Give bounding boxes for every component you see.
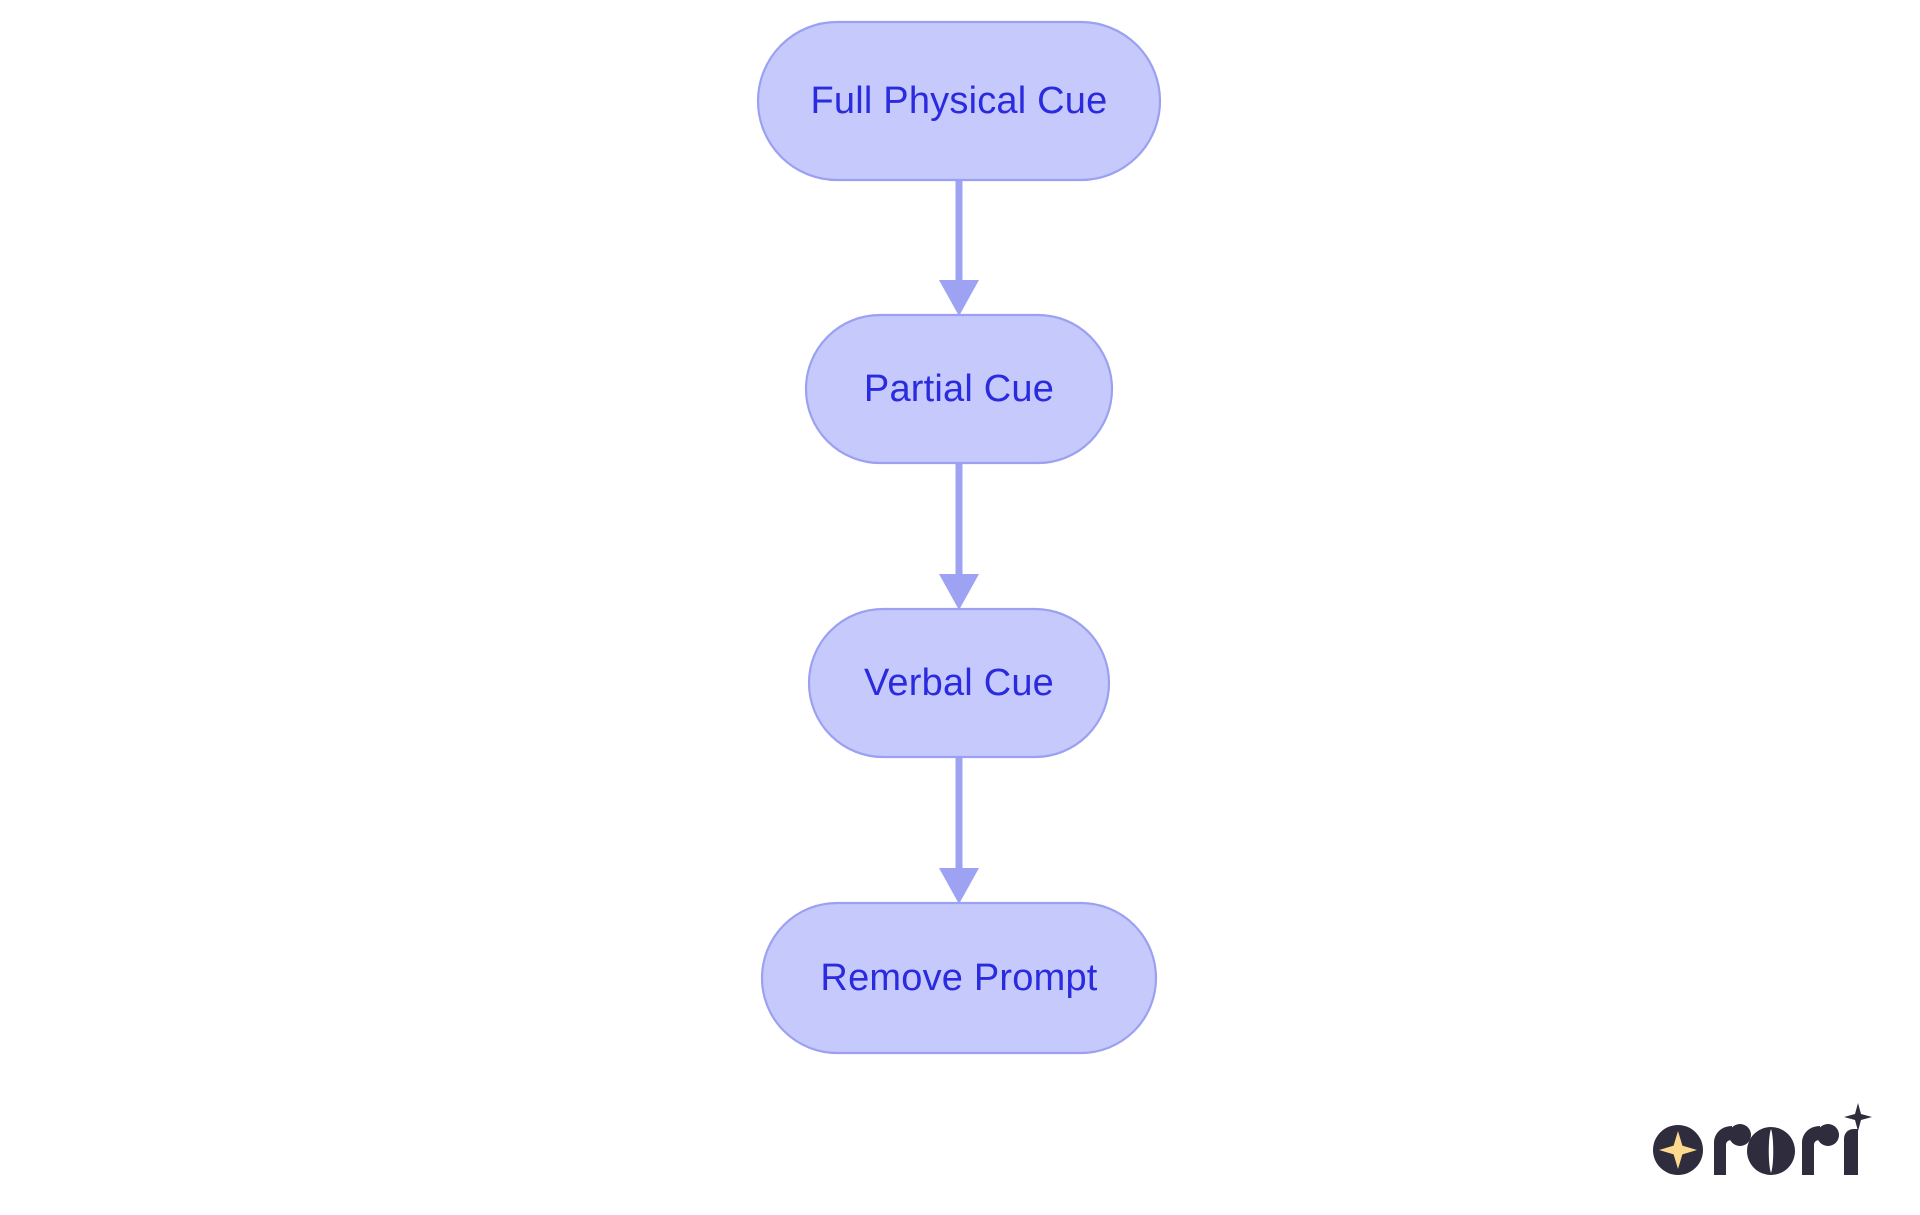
logo-letter-i — [1844, 1103, 1872, 1175]
rori-logo-svg — [1653, 1103, 1872, 1175]
logo-letter-r-second — [1802, 1124, 1839, 1175]
node-partial-cue-shape — [804, 313, 1114, 465]
rori-logo[interactable] — [1652, 1095, 1872, 1187]
edge-partial-cue-to-verbal-cue[interactable] — [939, 463, 979, 610]
four-point-star-icon — [1653, 1125, 1703, 1175]
node-full-physical-cue-label: Full Physical Cue — [811, 80, 1108, 122]
node-remove-prompt[interactable]: Remove Prompt — [760, 901, 1158, 1055]
node-verbal-cue[interactable]: Verbal Cue — [807, 607, 1111, 759]
node-remove-prompt-shape — [760, 901, 1158, 1055]
edge-verbal-cue-to-remove-prompt[interactable] — [939, 757, 979, 904]
node-verbal-cue-shape — [807, 607, 1111, 759]
node-group: Full Physical Cue Partial Cue Verbal Cue… — [756, 20, 1162, 1055]
logo-letter-r — [1714, 1124, 1751, 1175]
node-partial-cue[interactable]: Partial Cue — [804, 313, 1114, 465]
node-partial-cue-label: Partial Cue — [864, 368, 1054, 410]
edge-full-physical-cue-to-partial-cue[interactable] — [939, 180, 979, 316]
edge-group — [939, 180, 979, 904]
node-full-physical-cue-shape — [756, 20, 1162, 182]
node-remove-prompt-label: Remove Prompt — [820, 957, 1097, 999]
node-full-physical-cue[interactable]: Full Physical Cue — [756, 20, 1162, 182]
node-verbal-cue-label: Verbal Cue — [864, 662, 1054, 704]
logo-letter-o — [1747, 1127, 1795, 1175]
